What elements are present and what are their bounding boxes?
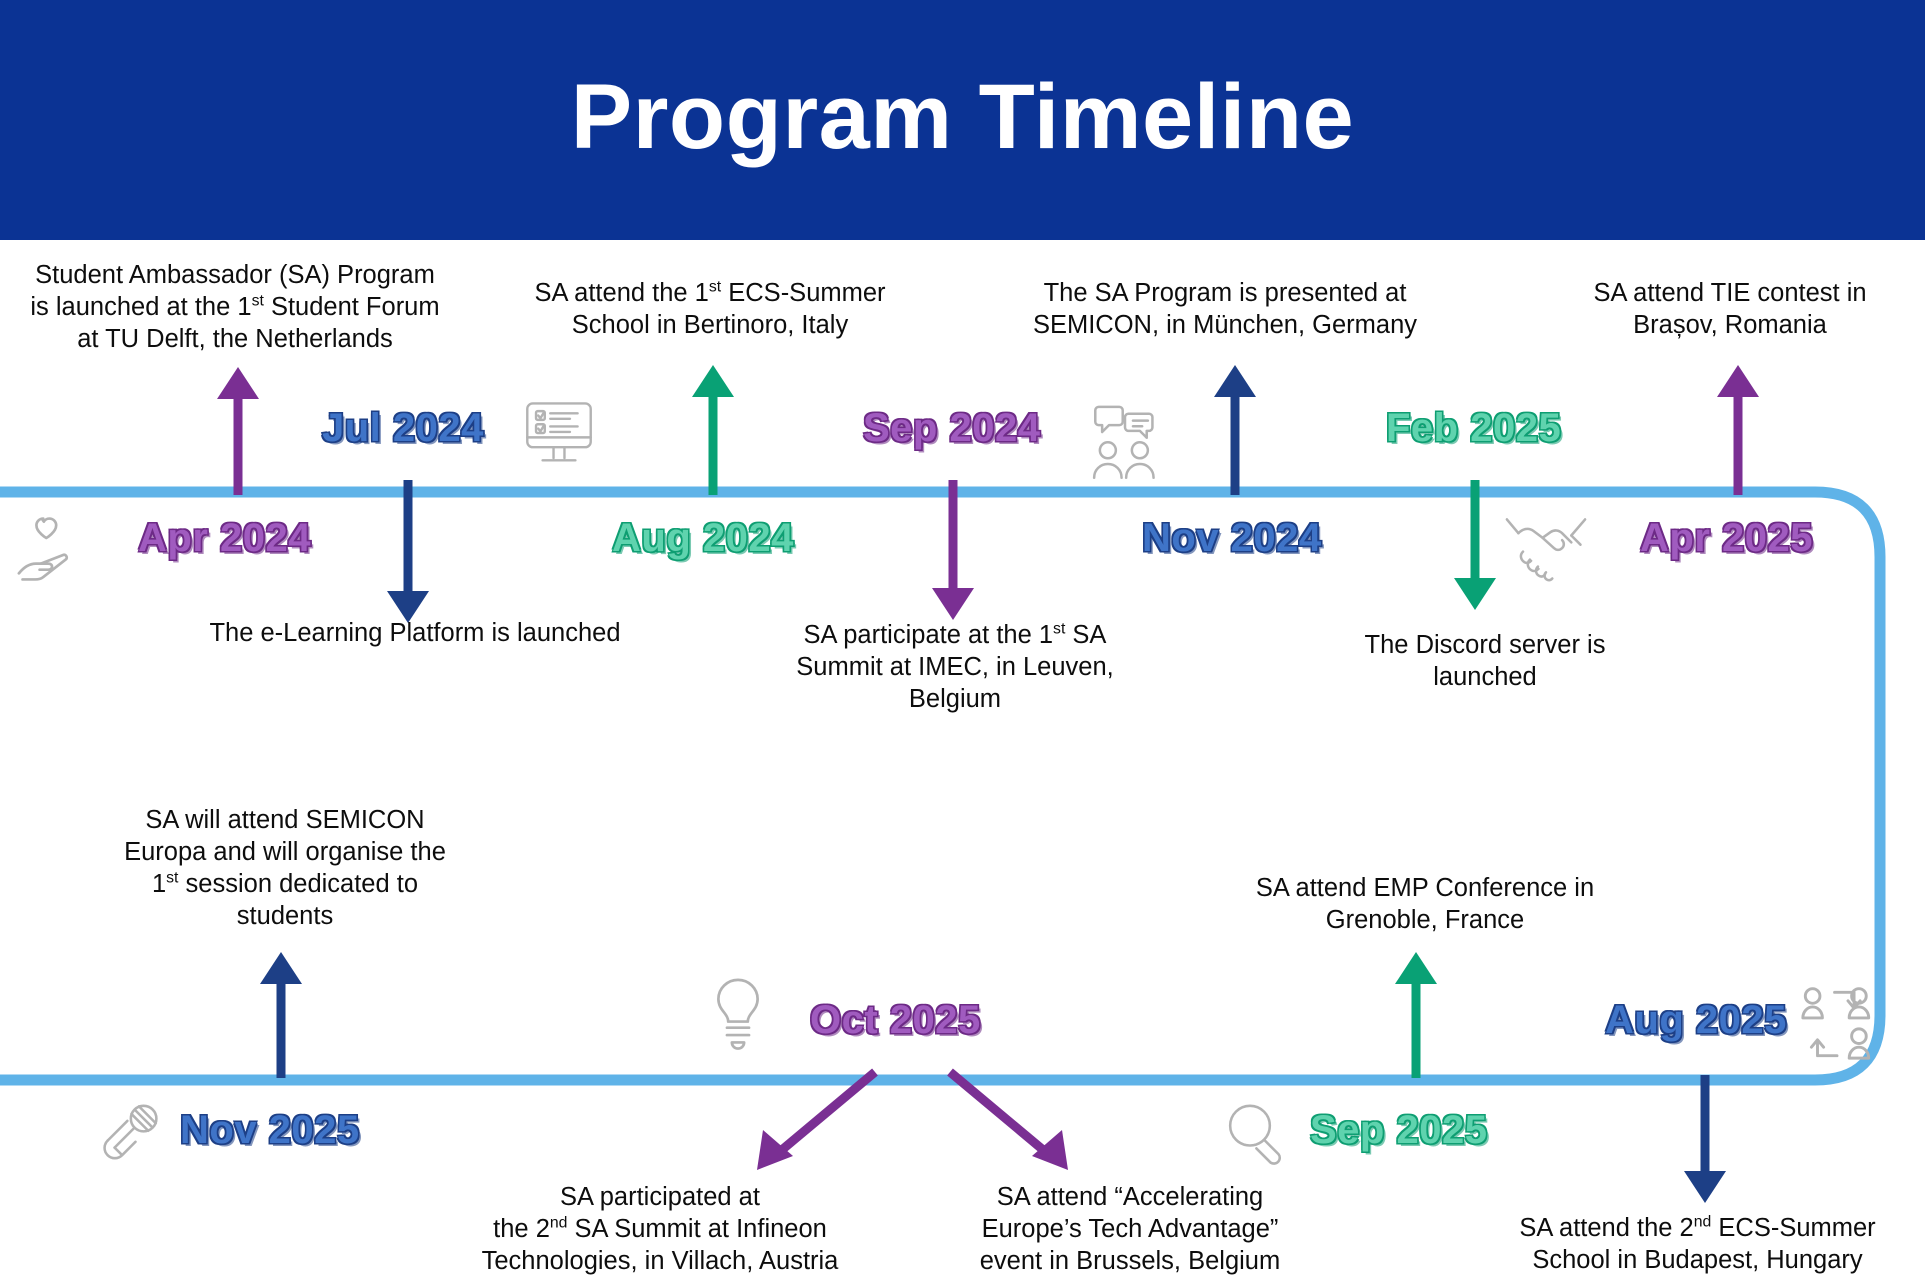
caption-line: Student Ambassador (SA) Program [35, 261, 435, 289]
caption-text: is launched at the 1 [30, 292, 252, 321]
page-title: Program Timeline [570, 66, 1355, 168]
caption-line: Europe’s Tech Advantage” [981, 1214, 1279, 1243]
caption-text: SA attend the 2 [1519, 1214, 1694, 1242]
caption-text: the 2 [493, 1214, 550, 1243]
arrow-nov2024 [1212, 363, 1258, 495]
caption-line: Summit at IMEC, in Leuven, [796, 652, 1114, 681]
caption-nov2025: SA will attend SEMICON Europa and will o… [90, 805, 480, 933]
monitor-checklist-icon [520, 398, 598, 468]
caption-line: SA attend “Accelerating [996, 1183, 1264, 1211]
caption-text: Student Forum [263, 292, 440, 321]
caption-line: SA will attend SEMICON [145, 806, 425, 834]
caption-line: Brașov, Romania [1633, 310, 1827, 339]
caption-line: is launched at the 1st Student Forum [0, 292, 470, 324]
people-chat-icon [1084, 400, 1166, 480]
arrow-oct2025-fork-right [940, 1068, 1080, 1175]
date-label-apr2025: Apr 2025 [1640, 516, 1813, 560]
caption-text: 1 [151, 869, 167, 898]
caption-line: SA attend the 2nd ECS-Summer [1470, 1213, 1925, 1245]
caption-text: ECS-Summer [1711, 1214, 1876, 1242]
arrow-sep2025 [1393, 950, 1439, 1078]
caption-line: Grenoble, France [1325, 905, 1525, 934]
date-label-feb2025: Feb 2025 [1386, 406, 1562, 450]
caption-apr2024: Student Ambassador (SA) Program is launc… [0, 260, 470, 356]
caption-text: ECS-Summer [721, 279, 886, 307]
caption-line: Belgium [908, 684, 1002, 713]
caption-line: SA attend TIE contest in [1593, 279, 1867, 307]
caption-line: event in Brussels, Belgium [979, 1246, 1281, 1275]
handshake-icon [1500, 508, 1592, 586]
date-label-aug2024: Aug 2024 [612, 516, 794, 560]
date-label-jul2024: Jul 2024 [322, 406, 484, 450]
caption-oct2025-left: SA participated at the 2nd SA Summit at … [450, 1182, 870, 1278]
caption-jul2024: The e-Learning Platform is launched [130, 618, 700, 650]
lightbulb-icon [710, 975, 766, 1051]
caption-nov2024: The SA Program is presented at SEMICON, … [1000, 278, 1450, 342]
caption-sep2025: SA attend EMP Conference in Grenoble, Fr… [1215, 873, 1635, 937]
hand-heart-icon [14, 510, 92, 588]
caption-text: SA Summit at Infineon [567, 1214, 827, 1243]
arrow-oct2025-fork-left [745, 1068, 885, 1175]
caption-line: SA attend EMP Conference in [1255, 874, 1595, 902]
caption-apr2025: SA attend TIE contest in Brașov, Romania [1540, 278, 1920, 342]
caption-line: SA participate at the 1st SA [765, 620, 1145, 652]
arrow-aug2024 [690, 363, 736, 495]
ordinal-suffix: st [251, 292, 264, 310]
date-label-sep2025: Sep 2025 [1310, 1108, 1488, 1152]
caption-line: SA participated at [560, 1183, 760, 1211]
caption-line: the 2nd SA Summit at Infineon [450, 1214, 870, 1246]
date-label-oct2025: Oct 2025 [810, 998, 981, 1042]
date-label-nov2024: Nov 2024 [1142, 516, 1322, 560]
ordinal-suffix: st [166, 869, 179, 887]
ordinal-suffix: nd [1693, 1213, 1712, 1231]
date-label-nov2025: Nov 2025 [180, 1108, 360, 1152]
caption-line: SEMICON, in München, Germany [1032, 310, 1418, 339]
caption-text: SA participate at the 1 [803, 621, 1054, 649]
arrow-aug2025 [1682, 1075, 1728, 1205]
arrow-apr2024 [215, 365, 261, 495]
magnifier-icon [1224, 1100, 1290, 1170]
arrow-jul2024 [385, 480, 431, 625]
caption-line: School in Bertinoro, Italy [571, 310, 849, 339]
ordinal-suffix: nd [549, 1214, 568, 1232]
date-label-sep2024: Sep 2024 [863, 406, 1041, 450]
caption-line: at TU Delft, the Netherlands [77, 324, 393, 353]
caption-line: students [236, 901, 334, 930]
arrow-sep2024 [930, 480, 976, 622]
microphone-icon [100, 1100, 164, 1172]
date-label-apr2024: Apr 2024 [138, 516, 311, 560]
caption-text: SA [1065, 621, 1107, 649]
caption-line: SA attend the 1st ECS-Summer [500, 278, 920, 310]
caption-text: session dedicated to [178, 869, 419, 898]
caption-line: The Discord server is [1364, 631, 1606, 659]
arrow-nov2025 [258, 950, 304, 1078]
people-transfer-icon [1798, 985, 1876, 1063]
caption-aug2024: SA attend the 1st ECS-Summer School in B… [500, 278, 920, 342]
caption-line: Europa and will organise the [124, 837, 446, 866]
caption-text: SA attend the 1 [534, 279, 709, 307]
header-banner: Program Timeline [0, 0, 1925, 240]
caption-line: The SA Program is presented at [1043, 279, 1407, 307]
caption-sep2024: SA participate at the 1st SA Summit at I… [765, 620, 1145, 716]
arrow-apr2025 [1715, 363, 1761, 495]
ordinal-suffix: st [1053, 620, 1066, 638]
caption-line: launched [1433, 662, 1537, 691]
caption-line: Technologies, in Villach, Austria [481, 1246, 839, 1275]
ordinal-suffix: st [708, 278, 722, 296]
caption-oct2025-right: SA attend “Accelerating Europe’s Tech Ad… [940, 1182, 1320, 1278]
caption-line: School in Budapest, Hungary [1532, 1245, 1863, 1274]
date-label-aug2025: Aug 2025 [1605, 998, 1787, 1042]
caption-feb2025: The Discord server is launched [1320, 630, 1650, 694]
arrow-feb2025 [1452, 480, 1498, 612]
caption-aug2025: SA attend the 2nd ECS-Summer School in B… [1470, 1213, 1925, 1277]
caption-line: The e-Learning Platform is launched [209, 619, 621, 647]
caption-line: 1st session dedicated to [90, 869, 480, 901]
